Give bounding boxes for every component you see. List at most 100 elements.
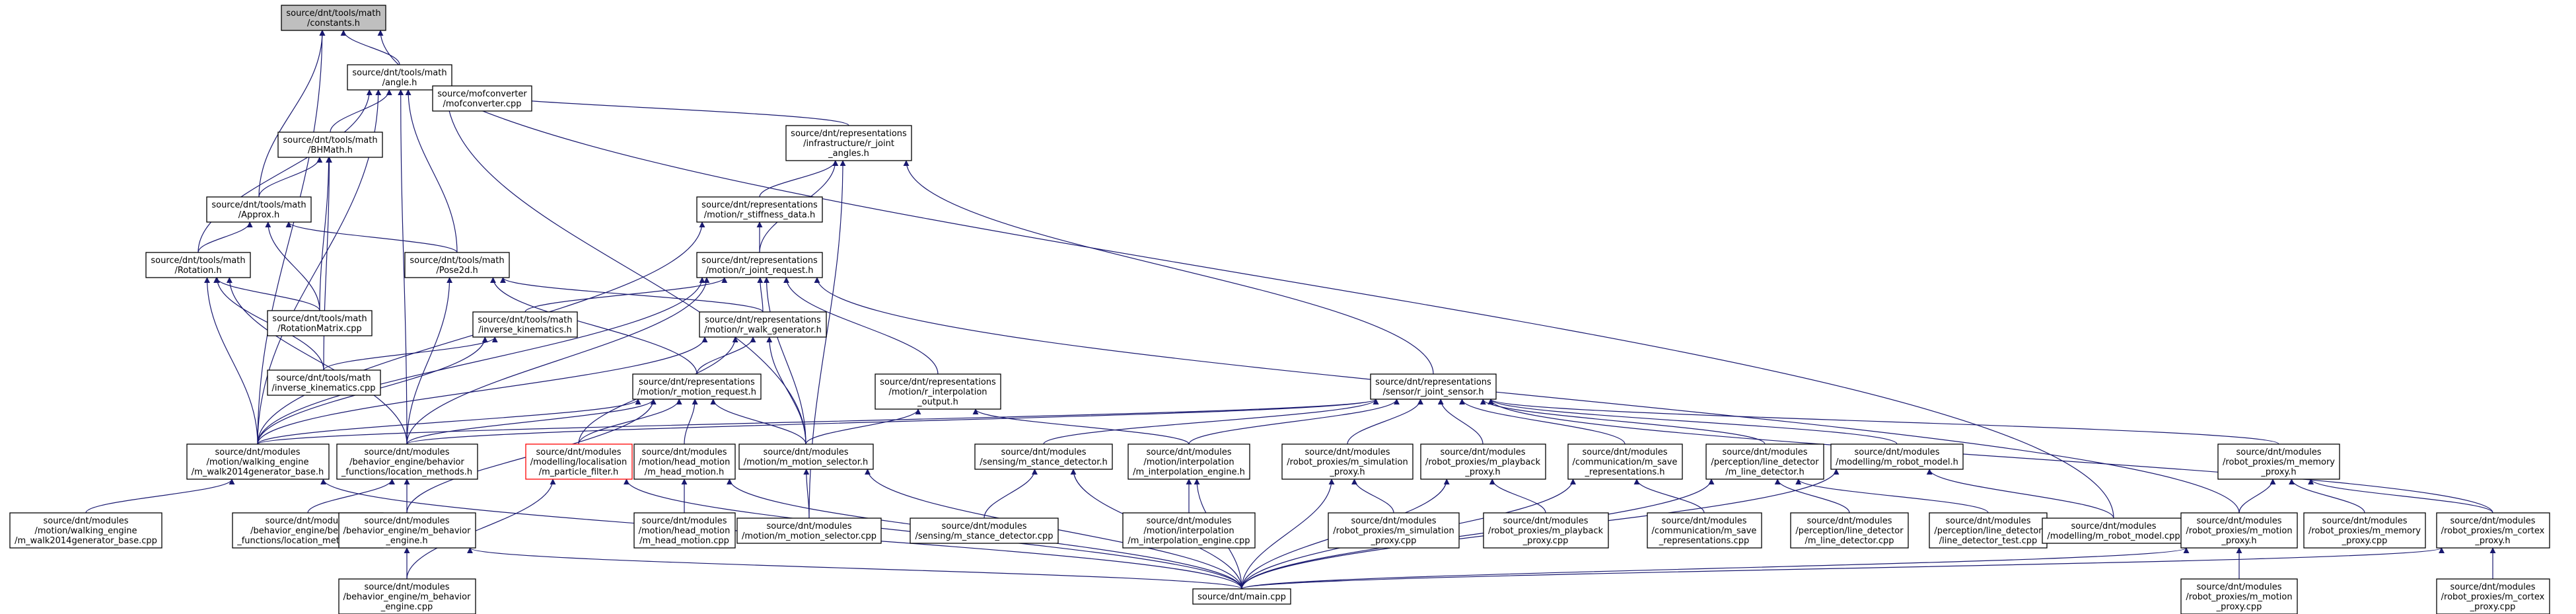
dependency-edge [2308,479,2493,514]
node-label-line: /m_line_detector.cpp [1805,536,1894,546]
graph-node-mofconverter[interactable]: source/mofconverter/mofconverter.cpp [432,85,532,112]
node-label-line: source/dnt/modules [1305,447,1390,457]
dependency-edge [903,160,1434,375]
node-label-line: source/dnt/modules [364,516,449,526]
dependency-edge [1487,399,2493,514]
graph-node-pose2d[interactable]: source/dnt/tools/math/Pose2d.h [404,252,510,278]
node-label-line: source/dnt/modules [215,447,300,457]
node-label-line: source/dnt/representations [701,200,818,210]
graph-node-robot-model-cpp[interactable]: source/dnt/modules/modelling/m_robot_mod… [2042,518,2186,544]
graph-node-rotation[interactable]: source/dnt/tools/math/Rotation.h [145,252,251,278]
graph-node-stance-h[interactable]: source/dnt/modules/sensing/m_stance_dete… [974,443,1113,470]
graph-node-playback-cpp[interactable]: source/dnt/modules/robot_proxies/m_playb… [1483,512,1609,549]
graph-node-constants[interactable]: source/dnt/tools/math/constants.h [281,5,386,31]
dependency-edge [984,469,1038,519]
dependency-edge [972,408,1190,445]
graph-node-cortex-cpp[interactable]: source/dnt/modules/robot_proxies/m_corte… [2436,578,2550,614]
node-label-line: /m_walk2014generator_base.cpp [15,536,157,546]
node-label-line: /motion/m_motion_selector.cpp [742,531,877,541]
node-box [633,443,736,480]
node-label-line: _engine.cpp [380,602,433,612]
dependency-edge [2289,479,2365,514]
node-box [736,518,882,544]
graph-node-joint-request[interactable]: source/dnt/representations/motion/r_join… [696,252,823,278]
graph-node-interp-engine-h[interactable]: source/dnt/modules/motion/interpolation/… [1127,443,1250,480]
node-label-line: source/dnt/modules [1440,447,1525,457]
graph-node-playback-h[interactable]: source/dnt/modules/robot_proxies/m_playb… [1420,443,1546,480]
node-label-line: source/dnt/modules [1854,447,1939,457]
graph-node-head-motion-h[interactable]: source/dnt/modules/motion/head_motion/m_… [633,443,736,480]
node-label-line: source/dnt/modules [1945,516,2030,526]
graph-node-simulation-h[interactable]: source/dnt/modules/robot_proxies/m_simul… [1281,443,1413,480]
graph-node-ik-h[interactable]: source/dnt/tools/math/inverse_kinematics… [472,311,578,338]
dependency-edge [500,277,764,313]
node-label-line: _proxy.h [2474,536,2510,546]
node-label-line: source/dnt/modules [641,447,727,457]
graph-node-line-detector-h[interactable]: source/dnt/modules/perception/line_detec… [1705,443,1824,480]
dependency-edge [257,399,641,445]
dependency-edge [1043,399,1379,445]
graph-node-line-detector-cpp[interactable]: source/dnt/modules/perception/line_detec… [1790,512,1909,549]
graph-node-save-repr-cpp[interactable]: source/dnt/modules/communication/m_save_… [1647,512,1762,549]
node-label-line: _representations.h [1585,467,1665,477]
dependency-edge [1188,399,1400,445]
node-label-line: source/dnt/modules [1807,516,1892,526]
graph-node-interp-output[interactable]: source/dnt/representations/motion/r_inte… [875,373,1001,410]
graph-node-head-motion-cpp[interactable]: source/dnt/modules/motion/head_motion/m_… [633,512,736,549]
node-box [696,196,823,223]
dependency-edge [757,277,764,313]
node-box [267,310,373,336]
dependency-edge [319,157,332,311]
dependency-edge [803,469,810,519]
node-label-line: /behavior_engine/behavior [349,457,464,467]
graph-node-ik-cpp[interactable]: source/dnt/tools/math/inverse_kinematics… [267,369,381,396]
graph-node-joint-sensor[interactable]: source/dnt/representations/sensor/r_join… [1370,373,1497,400]
node-label-line: _functions/location_methods.h [341,467,472,477]
node-label-line: /Approx.h [238,210,279,220]
node-label-line: /modelling/m_robot_model.cpp [2047,531,2180,541]
graph-node-cortex-h[interactable]: source/dnt/modules/robot_proxies/m_corte… [2436,512,2550,549]
graph-node-walk2014-cpp[interactable]: source/dnt/modules/motion/walking_engine… [9,512,162,549]
graph-node-behavior-engine-cpp[interactable]: source/dnt/modules/behavior_engine/m_beh… [338,578,476,614]
node-label-line: source/dnt/representations [701,256,818,266]
graph-node-walk-generator[interactable]: source/dnt/representations/motion/r_walk… [699,311,827,338]
node-label-line: /robot_proxies/m_simulation [1333,526,1454,536]
graph-node-motion-proxy-cpp[interactable]: source/dnt/modules/robot_proxies/m_motio… [2180,578,2298,614]
graph-node-line-detector-test[interactable]: source/dnt/modules/perception/line_detec… [1929,512,2048,549]
graph-node-motion-selector-cpp[interactable]: source/dnt/modules/motion/m_motion_selec… [736,518,882,544]
graph-node-motion-request[interactable]: source/dnt/representations/motion/r_moti… [632,373,762,400]
graph-node-motion-proxy-h[interactable]: source/dnt/modules/robot_proxies/m_motio… [2180,512,2298,549]
dependency-edge [684,399,698,445]
node-label-line: _proxy.cpp [2470,602,2516,612]
node-box [145,252,251,278]
node-label-line: source/dnt/tools/math [211,200,306,210]
graph-node-simulation-cpp[interactable]: source/dnt/modules/robot_proxies/m_simul… [1328,512,1460,549]
graph-node-save-repr-h[interactable]: source/dnt/modules/communication/m_save_… [1567,443,1683,480]
graph-node-joint-angles[interactable]: source/dnt/representations/infrastructur… [785,125,912,161]
dependency-edge [257,30,326,445]
graph-node-bhmath[interactable]: source/dnt/tools/math/BHMath.h [277,132,383,158]
dependency-edge [1633,479,1705,514]
graph-node-interp-engine-cpp[interactable]: source/dnt/modules/motion/interpolation/… [1122,512,1256,549]
graph-node-particle[interactable]: source/dnt/modules/modelling/localisatio… [525,443,633,480]
graph-node-memory-cpp[interactable]: source/dnt/modules/robot_proxies/m_memor… [2303,512,2426,549]
graph-node-memory-h[interactable]: source/dnt/modules/robot_proxies/m_memor… [2217,443,2340,480]
node-label-line: /constants.h [307,19,360,28]
node-box [696,252,823,278]
node-label-line: /m_particle_filter.h [539,467,619,477]
dependency-edge [265,221,320,311]
graph-node-motion-selector-h[interactable]: source/dnt/modules/motion/m_motion_selec… [738,443,874,470]
graph-node-main[interactable]: source/dnt/main.cpp [1192,588,1291,605]
graph-node-location-h[interactable]: source/dnt/modules/behavior_engine/behav… [336,443,478,480]
graph-node-behavior-engine-h[interactable]: source/dnt/modules/behavior_engine/m_beh… [338,512,476,549]
graph-node-approx[interactable]: source/dnt/tools/math/Approx.h [206,196,312,223]
graph-node-robot-model-h[interactable]: source/dnt/modules/modelling/m_robot_mod… [1830,443,1964,470]
dependency-edge [340,30,400,65]
node-label-line: source/dnt/representations [880,377,996,387]
graph-node-walk2014-h[interactable]: source/dnt/modules/motion/walking_engine… [186,443,330,480]
node-label-line: /RotationMatrix.cpp [277,324,361,334]
graph-node-rotmatrix[interactable]: source/dnt/tools/math/RotationMatrix.cpp [267,310,373,336]
node-label-line: /infrastructure/r_joint [803,139,894,149]
graph-node-stance-cpp[interactable]: source/dnt/modules/sensing/m_stance_dete… [910,518,1059,544]
graph-node-stiffness-data[interactable]: source/dnt/representations/motion/r_stif… [696,196,823,223]
